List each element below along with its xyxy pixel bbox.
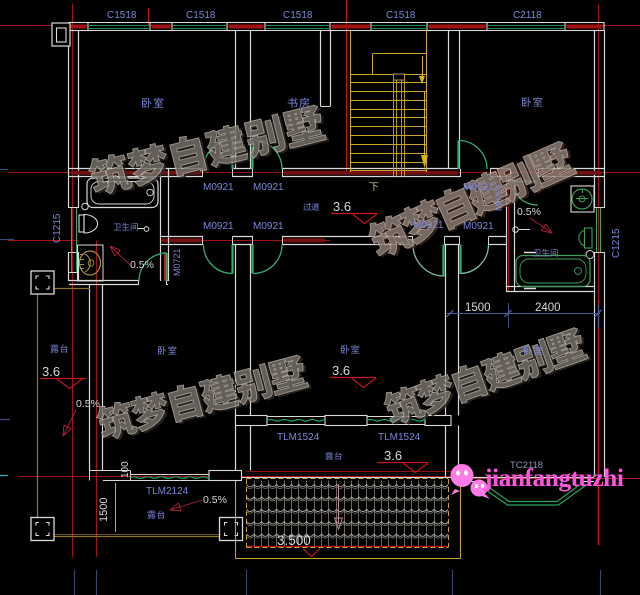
svg-text:TLM1524: TLM1524 (378, 432, 421, 443)
svg-text:M0921: M0921 (203, 182, 234, 193)
svg-text:TLM2124: TLM2124 (146, 486, 189, 497)
svg-text:M0921: M0921 (463, 182, 494, 193)
svg-text:0.5%: 0.5% (203, 494, 227, 506)
svg-text:C1215: C1215 (611, 228, 622, 258)
svg-text:TC2118: TC2118 (510, 460, 543, 471)
svg-text:C1518: C1518 (186, 10, 216, 21)
svg-text:100: 100 (120, 461, 131, 478)
svg-text:M0921: M0921 (463, 221, 494, 232)
svg-text:C1518: C1518 (283, 10, 313, 21)
svg-text:C2118: C2118 (513, 10, 542, 21)
svg-text:M0921: M0921 (413, 220, 444, 231)
svg-text:C1215: C1215 (52, 213, 63, 243)
svg-text:3.6: 3.6 (384, 448, 402, 463)
svg-text:3.500: 3.500 (277, 533, 311, 548)
svg-text:3.6: 3.6 (42, 364, 60, 379)
svg-text:0.5%: 0.5% (130, 259, 154, 271)
svg-text:M0921: M0921 (203, 221, 234, 232)
svg-text:M0921: M0921 (253, 221, 284, 232)
svg-text:3.6: 3.6 (333, 199, 351, 214)
svg-text:M0921: M0921 (253, 182, 284, 193)
svg-text:3.6: 3.6 (332, 363, 350, 378)
svg-text:1500: 1500 (465, 302, 491, 314)
svg-text:0.5%: 0.5% (76, 398, 100, 410)
svg-text:2400: 2400 (535, 302, 561, 314)
svg-text:M0721: M0721 (494, 183, 504, 211)
svg-text:C1518: C1518 (386, 10, 416, 21)
svg-text:1500: 1500 (98, 498, 110, 522)
svg-text:0.5%: 0.5% (517, 206, 541, 218)
svg-text:TLM1524: TLM1524 (277, 432, 320, 443)
svg-text:jianfangtuzhi: jianfangtuzhi (483, 463, 624, 492)
svg-text:M0721: M0721 (172, 248, 182, 276)
svg-text:C1518: C1518 (107, 10, 137, 21)
